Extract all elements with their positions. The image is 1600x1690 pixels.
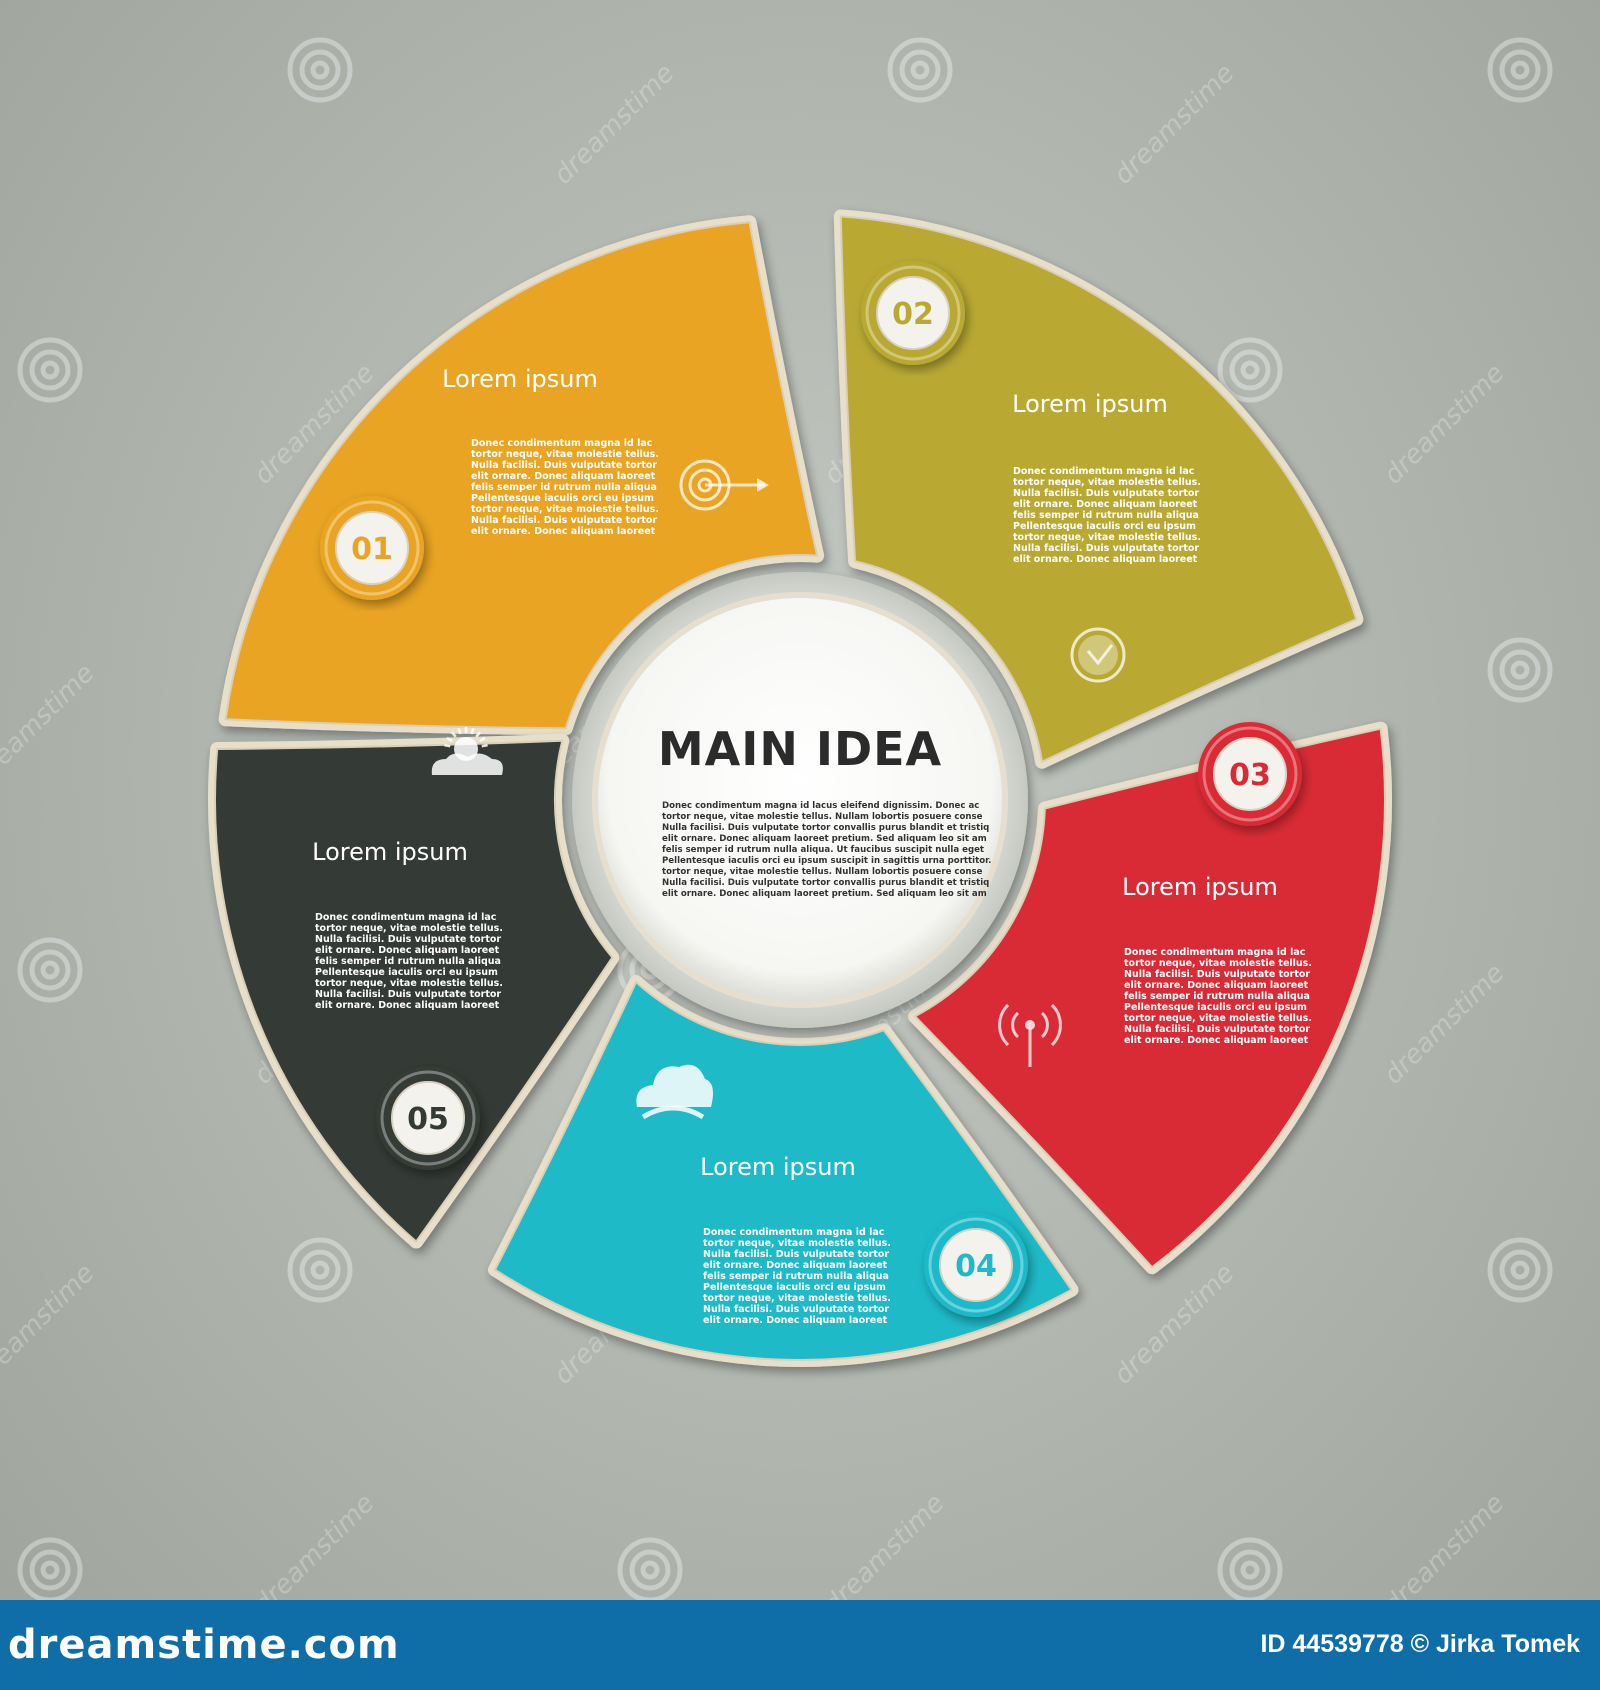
badge-02: 02	[861, 261, 965, 365]
watermark-spiral-icon	[17, 337, 83, 403]
badge-number: 04	[955, 1249, 997, 1284]
segment-shape	[224, 221, 819, 730]
badge-05: 05	[376, 1066, 480, 1170]
watermark-spiral-icon	[1487, 37, 1553, 103]
watermark-text: dreamstime	[548, 58, 680, 190]
badge-inner-disc	[876, 276, 950, 350]
cycle-diagram: dreamstime dreamstime dreamstime dreamstime…	[0, 37, 1553, 1600]
badge-number: 05	[407, 1102, 449, 1137]
watermark-spiral-icon	[287, 37, 353, 103]
segment-title: Lorem ipsum	[442, 365, 598, 393]
watermark-spiral-icon	[887, 37, 953, 103]
badge-03: 03	[1198, 722, 1302, 826]
number-badges-layer: 01 02 03 04 05	[320, 261, 1302, 1317]
segment-title: Lorem ipsum	[312, 838, 468, 866]
watermark-text: dreamstime	[1378, 358, 1510, 490]
main-idea-text: Donec condimentum magna id lacus eleifen…	[662, 801, 991, 899]
watermark-spiral-icon	[617, 1537, 683, 1600]
watermark-text: dreamstime	[818, 1488, 950, 1600]
watermark-text: dreamstime	[0, 1258, 100, 1390]
segment-shape	[913, 727, 1386, 1269]
watermark-spiral-icon	[287, 1237, 353, 1303]
badge-inner-disc	[391, 1081, 465, 1155]
watermark-text: dreamstime	[0, 658, 100, 790]
watermark-spiral-icon	[17, 937, 83, 1003]
badge-inner-disc	[1213, 737, 1287, 811]
badge-number: 03	[1229, 758, 1271, 793]
target-icon	[679, 459, 769, 511]
diagram-canvas: dreamstime dreamstime dreamstime dreamstime…	[0, 37, 1553, 1600]
watermark-spiral-icon	[1487, 1237, 1553, 1303]
center-circle: MAIN IDEA Donec condimentum magna id lac…	[572, 572, 1028, 1028]
segment-title: Lorem ipsum	[1122, 873, 1278, 901]
segment-shape	[839, 215, 1358, 764]
watermark-text: dreamstime	[248, 1488, 380, 1600]
footer-credit: ID 44539778 © Jirka Tomek	[1260, 1630, 1580, 1658]
badge-number: 02	[892, 297, 934, 332]
watermark-text: dreamstime	[1378, 958, 1510, 1090]
footer-logo: dreamstime.com	[8, 1622, 400, 1668]
main-idea-title: MAIN IDEA	[658, 722, 942, 776]
clock-icon	[1070, 627, 1126, 683]
center-disc	[592, 592, 1008, 1008]
badge-01: 01	[320, 496, 424, 600]
segment-title: Lorem ipsum	[700, 1153, 856, 1181]
watermark-spiral-icon	[17, 1537, 83, 1600]
watermark-spiral-icon	[1217, 337, 1283, 403]
segment-title: Lorem ipsum	[1012, 390, 1168, 418]
segment-shape	[214, 739, 614, 1243]
badge-04: 04	[924, 1213, 1028, 1317]
antenna-icon	[998, 1003, 1062, 1067]
watermark-spiral-icon	[1487, 637, 1553, 703]
footer-bar: dreamstime.com ID 44539778 © Jirka Tomek	[0, 1600, 1600, 1690]
cloud-icon	[636, 1064, 713, 1120]
sun-cloud-icon	[431, 727, 503, 775]
watermark-text: dreamstime	[1108, 1258, 1240, 1390]
watermark-spiral-icon	[1217, 1537, 1283, 1600]
watermark-text: dreamstime	[1108, 58, 1240, 190]
badge-inner-disc	[335, 511, 409, 585]
badge-inner-disc	[939, 1228, 1013, 1302]
watermark-text: dreamstime	[1378, 1488, 1510, 1600]
badge-number: 01	[351, 532, 393, 567]
main-idea-body: Donec condimentum magna id lacus eleifen…	[662, 801, 991, 899]
